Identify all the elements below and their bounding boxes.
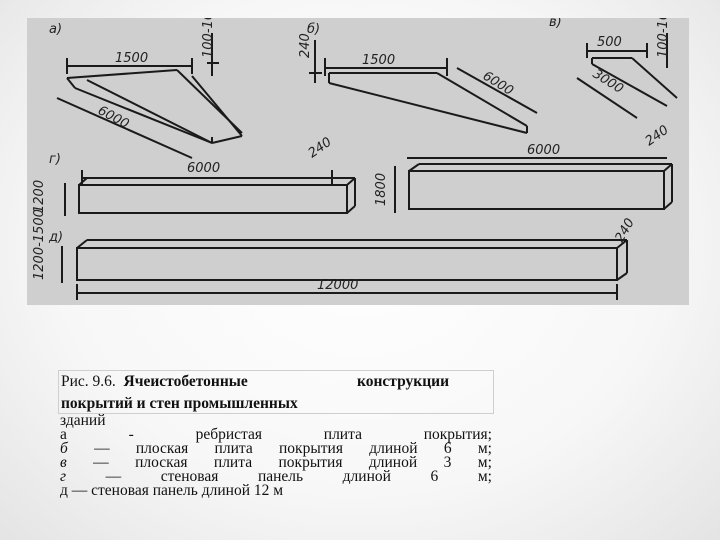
dim-b-length: 6000 <box>480 69 516 99</box>
dim-g1-height: 1200 <box>32 180 47 213</box>
drawing: а) б) в) г) д) 1500 6000 100-160 240 150… <box>32 18 678 300</box>
caption-word: м; <box>477 468 492 485</box>
caption-word: — <box>93 454 109 471</box>
dim-d-length: 12000 <box>317 278 358 293</box>
caption-word: — <box>94 440 110 457</box>
panel-b-drawing <box>309 40 538 134</box>
dim-b-width: 1500 <box>362 53 395 68</box>
dim-g1-thick: 240 <box>306 135 335 162</box>
dim-c-height: 100-160 <box>656 18 671 58</box>
caption-word: длиной <box>368 454 418 471</box>
caption-word: — <box>105 468 122 485</box>
caption-word: плоская <box>135 454 188 471</box>
panel-c-drawing <box>576 33 678 119</box>
caption-word: ребристая <box>195 426 263 443</box>
caption-word: м; <box>477 454 492 471</box>
caption-word: 6 <box>430 468 439 485</box>
caption-word: панель <box>257 468 304 485</box>
caption-title-box: Рис. 9.6. Ячеистобетонные конструкции по… <box>58 370 494 414</box>
caption-line-a: а - ребристая плита покрытия; <box>60 426 492 443</box>
dim-c-width: 500 <box>597 35 622 50</box>
panel-g-drawing <box>64 157 673 216</box>
caption-word: б <box>60 440 68 457</box>
dim-c-length: 3000 <box>590 67 626 97</box>
caption-word: 6 <box>443 440 452 457</box>
label-a: а) <box>49 22 62 37</box>
caption-word: плита <box>323 426 362 443</box>
caption-title-line2: покрытий и стен промышленных <box>61 395 298 412</box>
caption-prefix: Рис. 9.6. <box>61 373 116 390</box>
caption-title-1: Ячеистобетонные <box>123 373 248 390</box>
caption-line-b: б — плоская плита покрытия длиной 6 м; <box>60 440 492 457</box>
caption-word: стеновая <box>160 468 219 485</box>
dim-g1-length: 6000 <box>187 161 220 176</box>
caption-word: покрытия; <box>423 426 492 443</box>
dim-d-thick: 240 <box>612 216 637 245</box>
caption-line-v: в — плоская плита покрытия длиной 3 м; <box>60 454 492 471</box>
label-b: б) <box>307 22 320 37</box>
caption-word: 3 <box>443 454 452 471</box>
dim-g2-length: 6000 <box>527 143 560 158</box>
caption-line-g: г — стеновая панель длиной 6 м; <box>60 468 492 485</box>
label-d: д) <box>48 230 63 245</box>
caption-word: м; <box>477 440 492 457</box>
panel-a-drawing <box>56 33 243 159</box>
caption-word: плита <box>214 440 253 457</box>
caption-word: г <box>60 468 67 485</box>
label-g: г) <box>49 152 61 167</box>
caption-word: плоская <box>135 440 189 457</box>
caption-buildings: зданий <box>60 412 106 429</box>
caption-word: покрытия <box>278 454 343 471</box>
caption-title-2: конструкции <box>357 373 449 390</box>
dim-a-height: 100-160 <box>201 18 216 58</box>
caption-word: длиной <box>342 468 391 485</box>
caption-word: плита <box>213 454 253 471</box>
caption-line-d: д — стеновая панель длиной 12 м <box>60 482 284 499</box>
figure-caption: Рис. 9.6. Ячеистобетонные конструкции по… <box>58 370 494 499</box>
figure-image: а) б) в) г) д) 1500 6000 100-160 240 150… <box>27 18 689 305</box>
dim-d-height: 1200-1500 <box>32 209 47 280</box>
label-c: в) <box>549 18 562 30</box>
caption-word: покрытия <box>279 440 343 457</box>
dim-g2-height: 1800 <box>374 173 389 206</box>
dim-b-thick: 240 <box>298 33 313 58</box>
panel-d-drawing <box>61 239 628 300</box>
caption-word: в <box>60 454 67 471</box>
caption-word: длиной <box>369 440 418 457</box>
caption-word: а <box>60 426 67 443</box>
dim-g2-thick: 240 <box>643 123 672 150</box>
dim-a-width: 1500 <box>115 51 148 66</box>
caption-word: - <box>128 426 134 443</box>
